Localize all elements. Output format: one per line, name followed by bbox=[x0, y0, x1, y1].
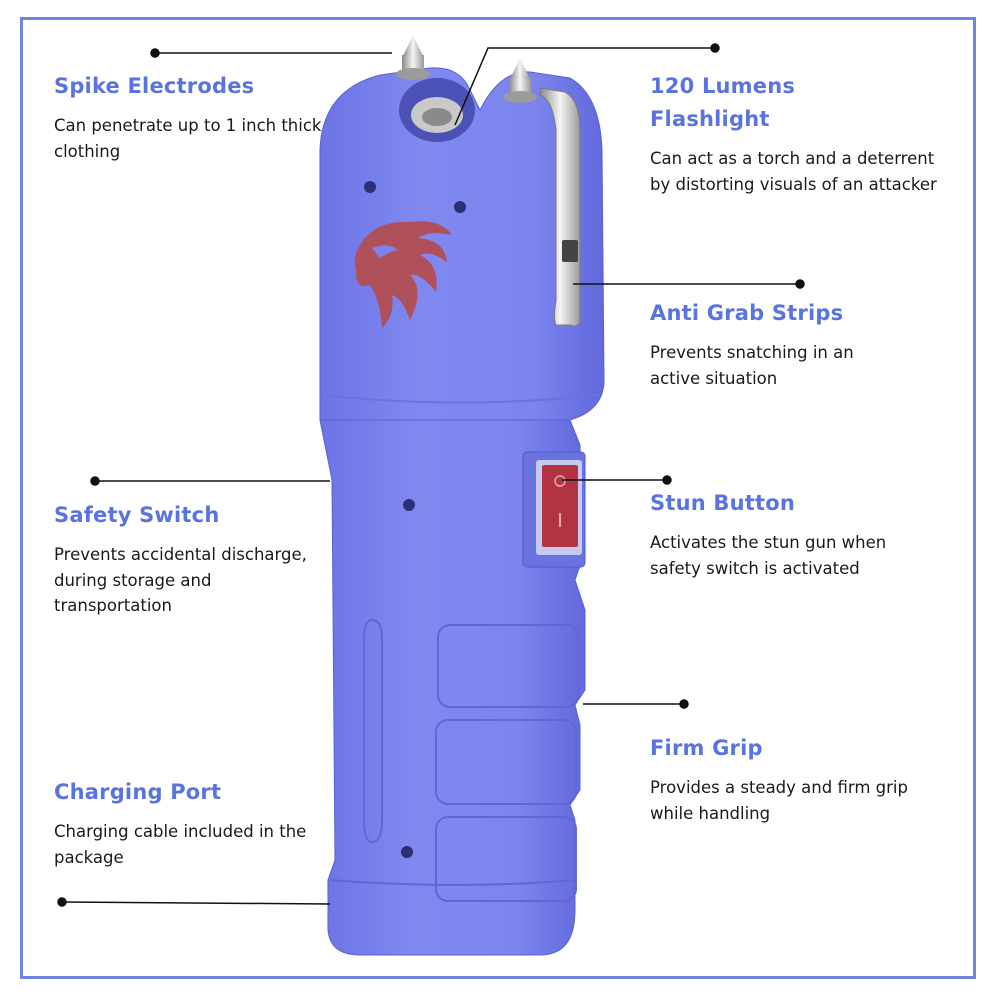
feature-description: Charging cable included in the package bbox=[54, 822, 307, 867]
feature-anti-grab-strips: Anti Grab Strips Prevents snatching in a… bbox=[650, 297, 950, 391]
callout-charge-line bbox=[61, 901, 331, 905]
feature-description: Can act as a torch and a deterrent by di… bbox=[650, 149, 937, 194]
feature-description: Activates the stun gun when safety switc… bbox=[650, 533, 887, 578]
device-handle bbox=[319, 419, 586, 956]
feature-description: Provides a steady and firm grip while ha… bbox=[650, 778, 908, 823]
feature-title: Anti Grab Strips bbox=[650, 301, 844, 325]
feature-description: Can penetrate up to 1 inch thick clothin… bbox=[54, 116, 322, 161]
feature-firm-grip: Firm Grip Provides a steady and firm gri… bbox=[650, 732, 950, 826]
grip-ridge-3 bbox=[435, 816, 577, 902]
feature-title: Charging Port bbox=[54, 780, 222, 804]
feature-description: Prevents snatching in an active situatio… bbox=[650, 343, 854, 388]
feature-title: 120 Lumens Flashlight bbox=[650, 74, 796, 131]
spike-electrode-left bbox=[396, 35, 430, 80]
callout-lumens-line bbox=[454, 47, 715, 126]
stun-switch bbox=[522, 451, 586, 568]
grip-ridge-2 bbox=[435, 719, 577, 805]
spike-electrode-right bbox=[503, 58, 537, 103]
feature-safety-switch: Safety Switch Prevents accidental discha… bbox=[54, 499, 354, 619]
feature-title: Safety Switch bbox=[54, 503, 220, 527]
border-frame bbox=[20, 17, 976, 979]
anti-grab-strip bbox=[539, 87, 581, 327]
feature-description: Prevents accidental discharge, during st… bbox=[54, 545, 307, 615]
feature-charging-port: Charging Port Charging cable included in… bbox=[54, 776, 354, 870]
feature-stun-button: Stun Button Activates the stun gun when … bbox=[650, 487, 950, 581]
grip-ridge-1 bbox=[437, 624, 579, 708]
feature-title: Spike Electrodes bbox=[54, 74, 255, 98]
feature-spike-electrodes: Spike Electrodes Can penetrate up to 1 i… bbox=[54, 70, 354, 164]
feature-title: Stun Button bbox=[650, 491, 795, 515]
feature-title: Firm Grip bbox=[650, 736, 763, 760]
device-head bbox=[319, 67, 605, 421]
feature-flashlight: 120 Lumens Flashlight Can act as a torch… bbox=[650, 70, 950, 197]
lion-logo bbox=[354, 221, 452, 328]
